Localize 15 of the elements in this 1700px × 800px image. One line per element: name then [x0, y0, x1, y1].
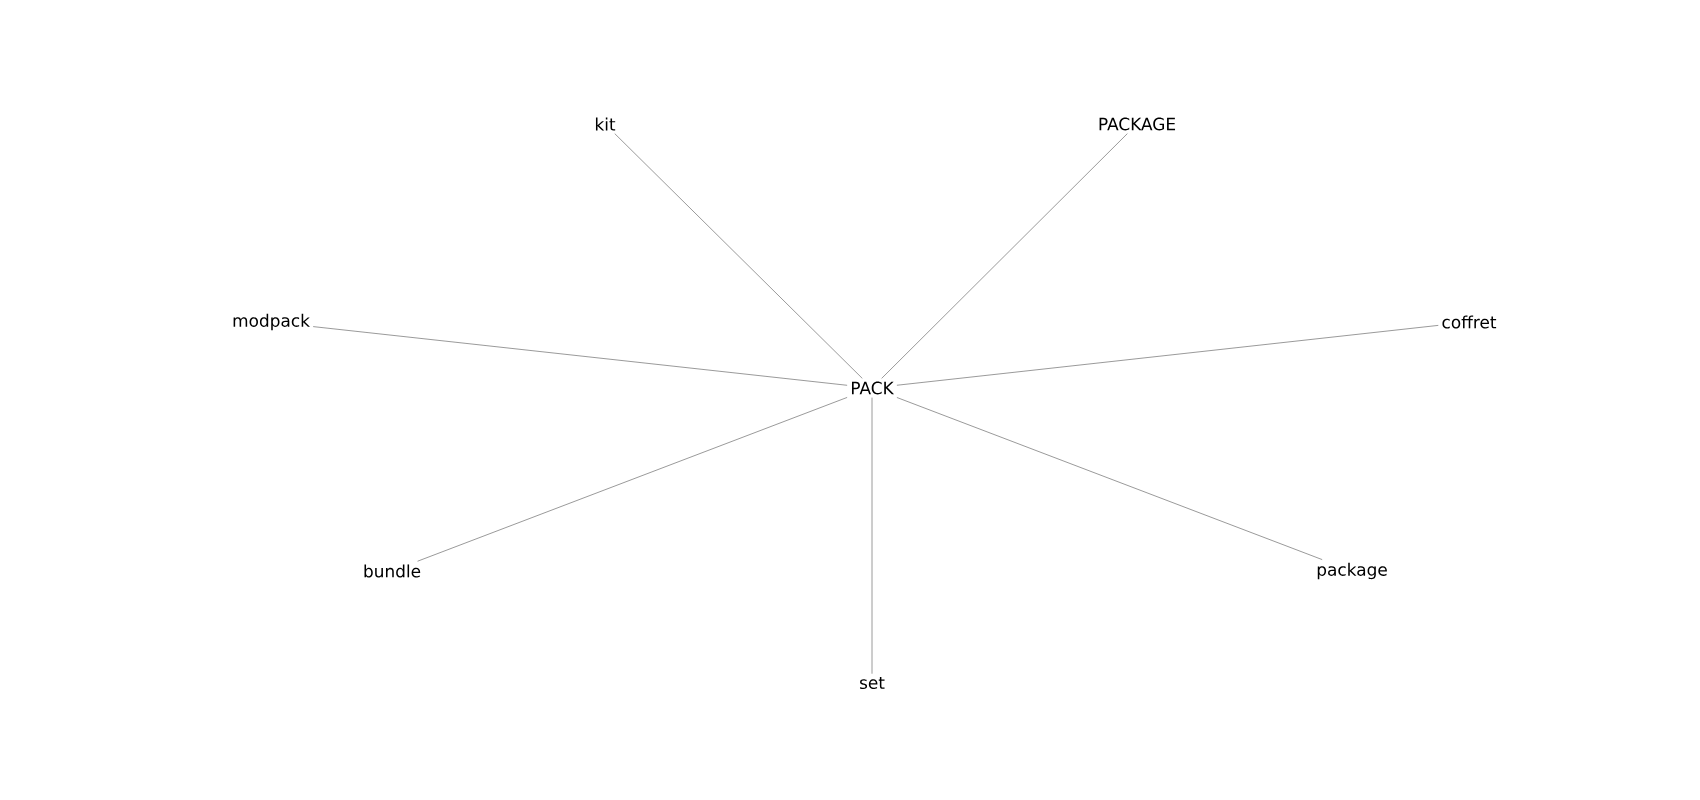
connector-line: [614, 133, 863, 379]
connector-line: [896, 397, 1323, 560]
word-label: bundle: [364, 564, 421, 578]
word-label: kit: [595, 117, 616, 131]
word-label: coffret: [1442, 315, 1497, 329]
connector-line: [896, 325, 1439, 386]
word-label: modpack: [233, 313, 310, 331]
connector-line: [417, 397, 848, 562]
connector-line: [312, 326, 848, 386]
word-label: package: [1317, 562, 1387, 580]
connector-line: [871, 397, 873, 675]
word-label: set: [860, 676, 885, 690]
word-label: PACKAGE: [1099, 117, 1176, 131]
center-word: PACK: [852, 381, 895, 395]
connector-line: [881, 133, 1128, 379]
